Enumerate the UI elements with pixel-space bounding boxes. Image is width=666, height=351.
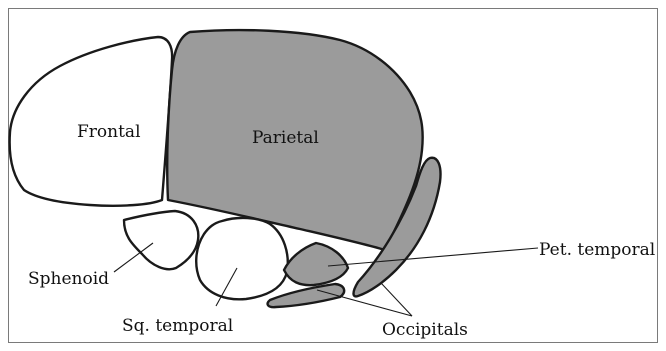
- pet-temporal-leader-line: [328, 248, 538, 266]
- sq-temporal-bone: [196, 218, 288, 299]
- parietal-label: Parietal: [252, 128, 319, 148]
- occipital-bone-basal: [268, 284, 345, 307]
- sq-temporal-label: Sq. temporal: [122, 316, 233, 336]
- occipitals-leader-line-posterior: [381, 283, 412, 316]
- occipitals-label: Occipitals: [382, 320, 468, 340]
- pet-temporal-label: Pet. temporal: [539, 240, 655, 260]
- pet-temporal-bone: [284, 243, 348, 285]
- frontal-label: Frontal: [77, 122, 141, 142]
- sphenoid-label: Sphenoid: [28, 269, 109, 289]
- sphenoid-bone: [124, 211, 198, 269]
